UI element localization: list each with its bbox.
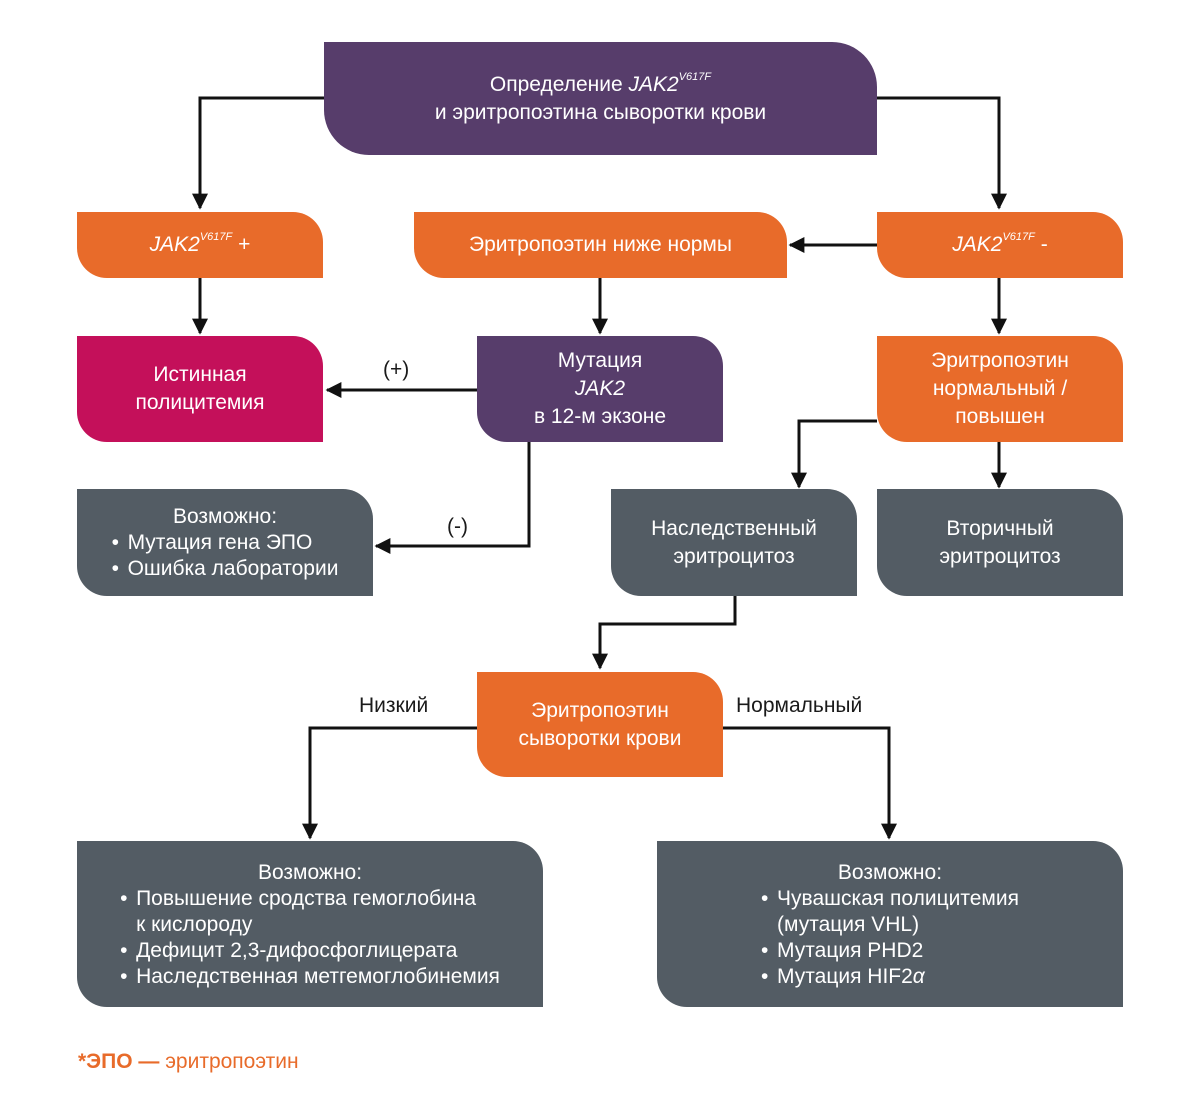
- label-normal: Нормальный: [736, 694, 863, 717]
- possible1-list: Мутация гена ЭПО Ошибка лаборатории: [112, 530, 339, 582]
- arrow-top-to-jak-neg: [877, 96, 1007, 210]
- arrow-epo-normal-to-hereditary: [791, 419, 877, 489]
- possible-box-low: Возможно: Повышение сродства гемоглобина…: [77, 841, 543, 1007]
- jak-positive-box: JAK2V617F +: [77, 212, 323, 278]
- arrow-top-to-jak-pos: [192, 96, 324, 210]
- secondary-line1: Вторичный: [946, 516, 1054, 540]
- possible-low-item-continued: к кислороду: [136, 912, 253, 936]
- possible1-item: Ошибка лаборатории: [112, 556, 339, 582]
- hereditary-line2: эритроцитоз: [673, 544, 795, 568]
- possible-low-item: Наследственная метгемоглобинемия: [120, 964, 500, 990]
- secondary-line2: эритроцитоз: [939, 544, 1061, 568]
- epo-normal-line2: нормальный /: [932, 377, 1068, 400]
- possible-normal-list: Чувашская полицитемия (мутация VHL) Мута…: [761, 886, 1019, 990]
- label-low: Низкий: [359, 694, 429, 717]
- epo-normal-box: Эритропоэтин нормальный / повышен: [877, 336, 1123, 442]
- hereditary-line1: Наследственный: [651, 516, 817, 540]
- jak-neg-sup: V617F: [1002, 231, 1035, 243]
- top-prefix: Определение: [489, 72, 629, 96]
- possible-normal-item: Чувашская полицитемия: [761, 886, 1019, 912]
- possible-box-1: Возможно: Мутация гена ЭПО Ошибка лабора…: [77, 489, 373, 596]
- possible-normal-title: Возможно:: [837, 860, 943, 884]
- jak-pos-suffix: +: [232, 233, 251, 256]
- polycythemia-vera-box: Истинная полицитемия: [77, 336, 323, 442]
- arrow-hereditary-to-serum: [592, 596, 737, 670]
- jak-negative-box: JAK2V617F -: [877, 212, 1123, 278]
- label-minus: (-): [447, 515, 468, 538]
- footnote: *ЭПО — эритропоэтин: [78, 1050, 299, 1074]
- possible1-title: Возможно:: [172, 504, 278, 528]
- hif2-prefix: Мутация HIF2: [777, 964, 913, 988]
- hereditary-box: Наследственный эритроцитоз: [611, 489, 857, 596]
- possible-box-normal: Возможно: Чувашская полицитемия (мутация…: [657, 841, 1123, 1007]
- top-box: Определение JAK2V617F и эритропоэтина сы…: [324, 42, 877, 155]
- arrow-serum-to-possible-normal: [723, 726, 897, 840]
- jak-neg-gene: JAK2: [952, 233, 1003, 256]
- top-line2: и эритропоэтина сыворотки крови: [434, 100, 767, 124]
- pv-line2: полицитемия: [135, 391, 265, 414]
- footnote-text: эритропоэтин: [159, 1050, 299, 1073]
- mutation-line3: в 12-м экзоне: [533, 405, 667, 428]
- jak-neg-suffix: -: [1034, 233, 1048, 256]
- alpha-symbol: α: [912, 964, 925, 988]
- footnote-abbr: *ЭПО —: [78, 1050, 160, 1073]
- serum-line1: Эритропоэтин: [531, 698, 669, 722]
- pv-line1: Истинная: [153, 363, 247, 386]
- label-plus: (+): [383, 358, 410, 381]
- top-sup: V617F: [678, 70, 712, 83]
- epo-low-box: Эритропоэтин ниже нормы: [414, 212, 787, 278]
- possible-low-item: Повышение сродства гемоглобина: [120, 886, 500, 912]
- possible-normal-item: Мутация HIF2α: [761, 964, 1019, 990]
- mutation-box: Мутация JAK2 в 12-м экзоне: [477, 336, 723, 442]
- possible-low-list: Повышение сродства гемоглобина к кислоро…: [120, 886, 500, 990]
- epo-low-label: Эритропоэтин ниже нормы: [469, 233, 732, 256]
- mutation-line1: Мутация: [557, 349, 643, 372]
- possible-low-item: Дефицит 2,3-дифосфоглицерата: [120, 938, 500, 964]
- arrow-mutation-to-possible1: [374, 442, 531, 554]
- secondary-box: Вторичный эритроцитоз: [877, 489, 1123, 596]
- epo-normal-line3: повышен: [955, 405, 1045, 428]
- arrow-serum-to-possible-low: [302, 726, 477, 840]
- jak-pos-sup: V617F: [199, 231, 233, 243]
- top-gene: JAK2: [628, 72, 679, 96]
- possible-normal-item-continued: (мутация VHL): [777, 912, 920, 936]
- jak-pos-gene: JAK2: [149, 233, 200, 256]
- epo-normal-line1: Эритропоэтин: [931, 349, 1069, 372]
- serum-line2: сыворотки крови: [518, 726, 682, 750]
- serum-epo-box: Эритропоэтин сыворотки крови: [477, 672, 723, 777]
- possible1-item: Мутация гена ЭПО: [112, 530, 339, 556]
- mutation-line2: JAK2: [574, 377, 626, 400]
- possible-normal-item: Мутация PHD2: [761, 938, 1019, 964]
- possible-low-title: Возможно:: [257, 860, 363, 884]
